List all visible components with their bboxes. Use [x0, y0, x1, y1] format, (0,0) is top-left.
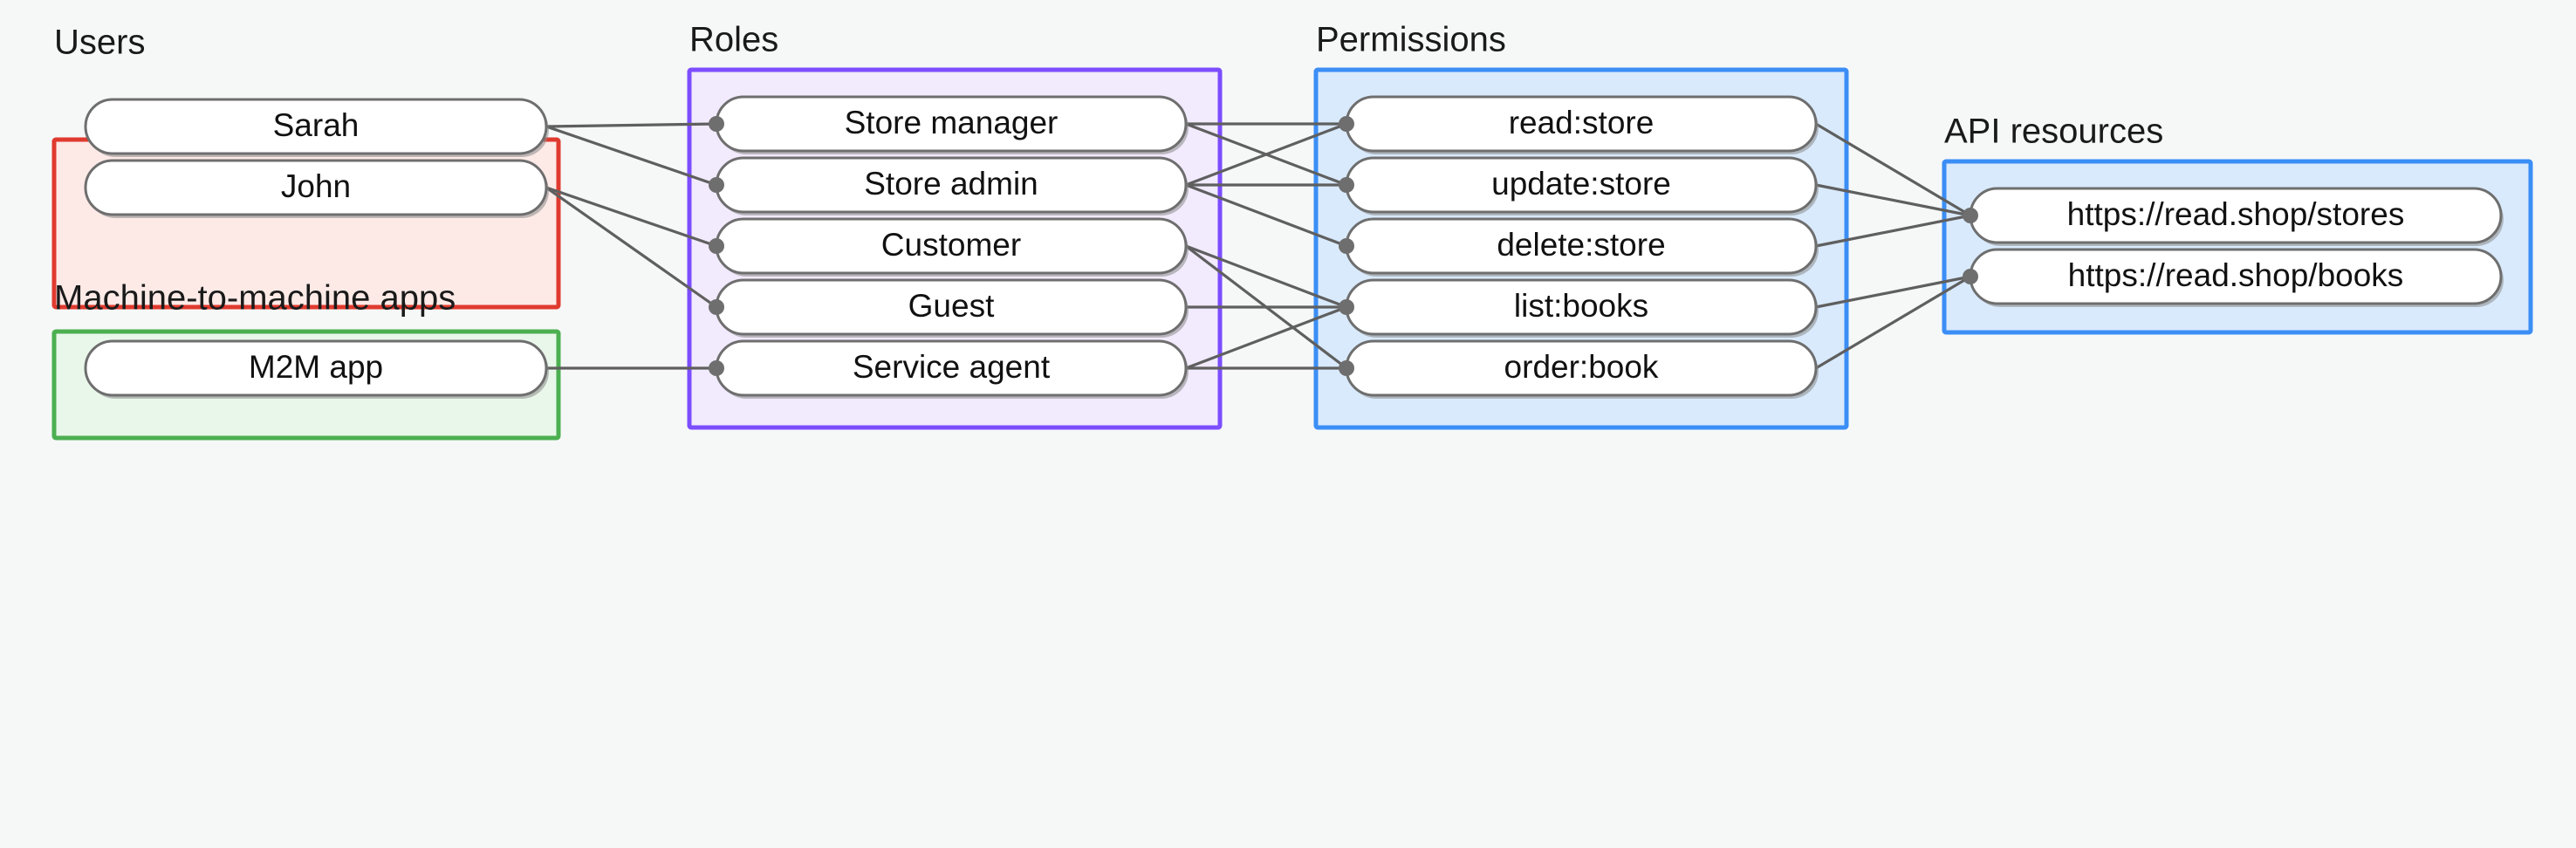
endpoints-layer: [709, 116, 1978, 376]
edge-service_agent-to-list_books: [1185, 305, 1347, 370]
edge-order_book-to-res_books: [1815, 275, 1971, 370]
node-delete_store[interactable]: delete:store: [1345, 217, 1819, 277]
node-label: list:books: [1514, 288, 1648, 324]
node-label: read:store: [1509, 105, 1655, 140]
edge-customer-to-list_books: [1185, 244, 1347, 309]
node-label: https://read.shop/stores: [2067, 196, 2405, 232]
edge-endpoint-res_stores: [1963, 208, 1978, 223]
edge-sarah-to-store_admin: [545, 125, 717, 187]
node-body: [84, 98, 548, 155]
edge-endpoint-order_book: [1339, 360, 1354, 376]
edge-store_admin-to-delete_store: [1185, 183, 1347, 248]
node-label: Store admin: [864, 166, 1038, 202]
edge-list_books-to-res_books: [1815, 275, 1971, 309]
group-label-resources: API resources: [1944, 113, 2163, 151]
node-label: M2M app: [249, 349, 383, 385]
node-list_books[interactable]: list:books: [1345, 278, 1819, 338]
node-body: [84, 339, 548, 397]
node-body: [84, 159, 548, 216]
node-m2mapp[interactable]: M2M app: [84, 339, 549, 399]
edge-update_store-to-res_stores: [1815, 183, 1971, 217]
edge-endpoint-store_admin: [709, 177, 724, 193]
node-john[interactable]: John: [84, 159, 549, 218]
node-update_store[interactable]: update:store: [1345, 156, 1819, 215]
edges-layer: [545, 122, 1971, 370]
node-res_stores[interactable]: https://read.shop/stores: [1969, 187, 2504, 246]
node-label: Store manager: [845, 105, 1058, 140]
group-label-users: Users: [54, 24, 145, 62]
group-label-m2m: Machine-to-machine apps: [54, 279, 456, 318]
node-label: Sarah: [273, 107, 360, 143]
edge-endpoint-list_books: [1339, 299, 1354, 315]
group-label-permissions: Permissions: [1316, 21, 1506, 59]
edge-john-to-guest: [545, 186, 717, 309]
edge-endpoint-guest: [709, 299, 724, 315]
edge-endpoint-res_books: [1963, 269, 1978, 284]
group-label-roles: Roles: [689, 21, 778, 59]
edge-endpoint-store_manager: [709, 116, 724, 132]
edge-store_admin-to-read_store: [1185, 122, 1347, 187]
node-label: https://read.shop/books: [2068, 257, 2404, 293]
node-label: Customer: [881, 227, 1021, 263]
node-store_manager[interactable]: Store manager: [715, 95, 1189, 154]
edge-endpoint-read_store: [1339, 116, 1354, 132]
edge-endpoint-customer: [709, 238, 724, 254]
node-label: Guest: [908, 288, 995, 324]
node-sarah[interactable]: Sarah: [84, 98, 549, 157]
edge-endpoint-service_agent: [709, 360, 724, 376]
edge-delete_store-to-res_stores: [1815, 214, 1971, 248]
edge-sarah-to-store_manager: [545, 122, 717, 128]
node-read_store[interactable]: read:store: [1345, 95, 1819, 154]
node-label: update:store: [1491, 166, 1671, 202]
node-res_books[interactable]: https://read.shop/books: [1969, 248, 2504, 307]
node-order_book[interactable]: order:book: [1345, 339, 1819, 399]
node-service_agent[interactable]: Service agent: [715, 339, 1189, 399]
node-guest[interactable]: Guest: [715, 278, 1189, 338]
node-label: order:book: [1504, 349, 1659, 385]
node-label: Service agent: [853, 349, 1051, 385]
edge-john-to-customer: [545, 186, 717, 248]
edge-read_store-to-res_stores: [1815, 122, 1971, 217]
edge-endpoint-delete_store: [1339, 238, 1354, 254]
node-label: John: [281, 168, 351, 204]
node-label: delete:store: [1497, 227, 1665, 263]
node-store_admin[interactable]: Store admin: [715, 156, 1189, 215]
node-customer[interactable]: Customer: [715, 217, 1189, 277]
edge-endpoint-update_store: [1339, 177, 1354, 193]
